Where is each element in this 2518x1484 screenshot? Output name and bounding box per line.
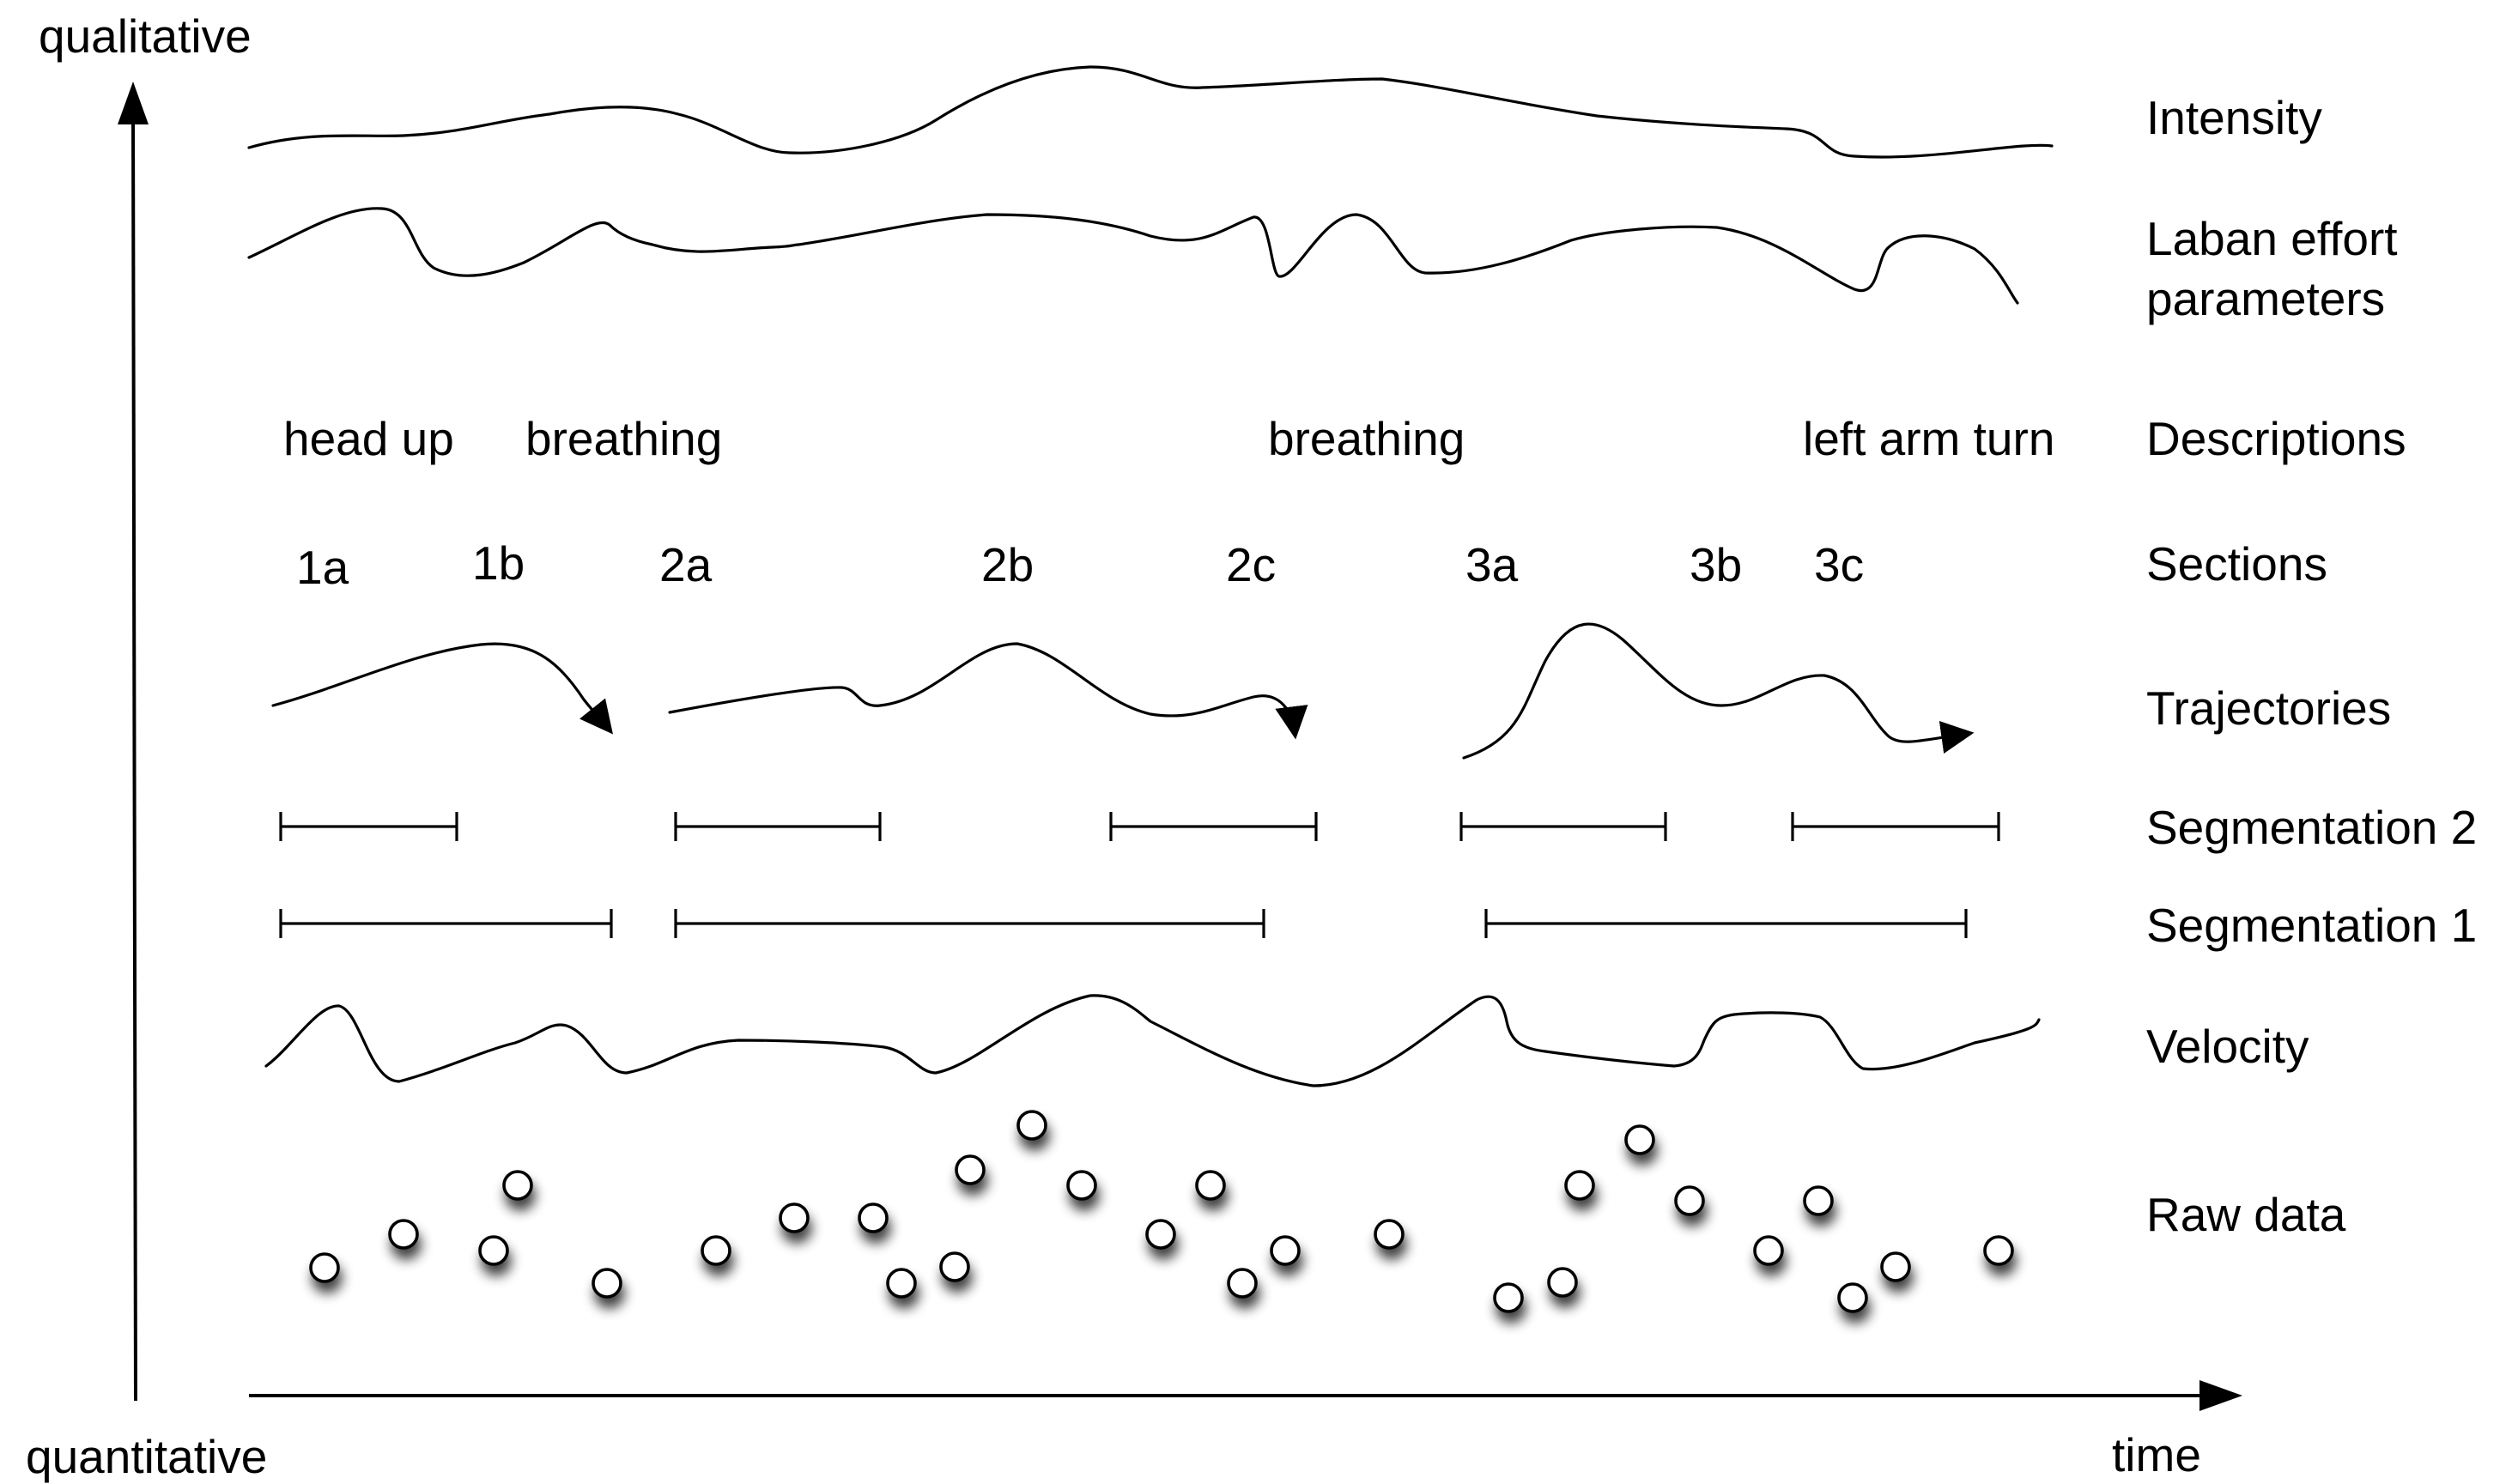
raw-data-point	[1493, 1282, 1524, 1313]
segmentation-2-bars	[279, 812, 2000, 841]
raw-data-point	[1227, 1268, 1258, 1299]
raw-data-point	[388, 1219, 419, 1250]
laban-effort-curve	[247, 207, 2019, 305]
section-label: 3a	[1465, 538, 1519, 591]
layer-label-velocity: Velocity	[2146, 1020, 2309, 1073]
raw-data-point	[592, 1268, 622, 1299]
y-axis-bottom-label: quantitative	[26, 1430, 267, 1483]
seg2-bar	[279, 812, 458, 841]
sections-row: 1a 1b 2a 2b 2c 3a 3b 3c	[296, 536, 1864, 594]
section-label: 2a	[659, 538, 713, 591]
raw-data-point	[1016, 1110, 1047, 1141]
descriptions-row: head up breathing breathing left arm tur…	[283, 412, 2054, 465]
description-label: breathing	[1268, 412, 1465, 465]
raw-data-point	[1145, 1219, 1176, 1250]
x-axis-label: time	[2112, 1428, 2201, 1481]
section-label: 3b	[1690, 538, 1742, 591]
seg1-bar	[1484, 909, 1968, 938]
trajectory-2	[668, 642, 1308, 740]
seg1-bar	[279, 909, 613, 938]
x-axis-arrow	[2199, 1380, 2242, 1411]
raw-data-points	[309, 1110, 2014, 1313]
section-label: 2b	[981, 538, 1034, 591]
layer-label-raw-data: Raw data	[2146, 1188, 2346, 1241]
layer-label-segmentation-2: Segmentation 2	[2146, 801, 2477, 854]
layer-label-sections: Sections	[2146, 537, 2327, 591]
raw-data-point	[1547, 1267, 1578, 1298]
segmentation-1-bars	[279, 909, 1968, 938]
y-axis	[118, 82, 149, 1402]
seg2-bar	[1791, 812, 2000, 841]
x-axis	[249, 1380, 2242, 1411]
raw-data-point	[1374, 1219, 1405, 1250]
raw-data-point	[309, 1252, 340, 1283]
layer-label-intensity: Intensity	[2146, 91, 2322, 144]
trajectory-1	[271, 642, 613, 735]
raw-data-point	[1195, 1170, 1226, 1201]
layer-labels: Intensity Laban effort parameters Descri…	[2146, 91, 2477, 1241]
description-label: left arm turn	[1803, 412, 2054, 465]
raw-data-point	[1066, 1170, 1097, 1201]
y-axis-top-label: qualitative	[39, 9, 252, 63]
raw-data-point	[478, 1235, 509, 1266]
raw-data-point	[1880, 1251, 1911, 1282]
velocity-curve	[264, 994, 2041, 1087]
raw-data-point	[939, 1251, 970, 1282]
seg1-bar	[674, 909, 1265, 938]
raw-data-point	[1753, 1235, 1784, 1266]
raw-data-point	[1803, 1185, 1834, 1216]
section-label: 1b	[472, 536, 525, 590]
layer-label-laban-line1: Laban effort	[2146, 212, 2398, 265]
layer-label-trajectories: Trajectories	[2146, 681, 2391, 735]
y-axis-arrow	[118, 82, 149, 124]
section-label: 3c	[1814, 538, 1864, 591]
raw-data-point	[1270, 1235, 1301, 1266]
raw-data-point	[502, 1170, 533, 1201]
trajectory-3	[1462, 622, 1975, 760]
layer-label-descriptions: Descriptions	[2146, 412, 2406, 465]
raw-data-point	[779, 1202, 810, 1233]
section-label: 1a	[296, 541, 349, 594]
seg2-bar	[1109, 812, 1318, 841]
layer-label-segmentation-1: Segmentation 1	[2146, 899, 2477, 952]
raw-data-point	[1983, 1235, 2014, 1266]
intensity-curve	[247, 65, 2054, 159]
seg2-bar	[674, 812, 882, 841]
raw-data-point	[858, 1202, 889, 1233]
raw-data-point	[886, 1268, 917, 1299]
layer-label-laban-line2: parameters	[2146, 272, 2385, 325]
description-label: breathing	[525, 412, 722, 465]
raw-data-point	[955, 1154, 986, 1185]
raw-data-point	[701, 1235, 731, 1266]
raw-data-point	[1837, 1282, 1868, 1313]
section-label: 2c	[1226, 538, 1276, 591]
description-label: head up	[283, 412, 454, 465]
raw-data-point	[1674, 1185, 1705, 1216]
raw-data-point	[1564, 1170, 1595, 1201]
seg2-bar	[1459, 812, 1667, 841]
raw-data-point	[1624, 1124, 1655, 1155]
